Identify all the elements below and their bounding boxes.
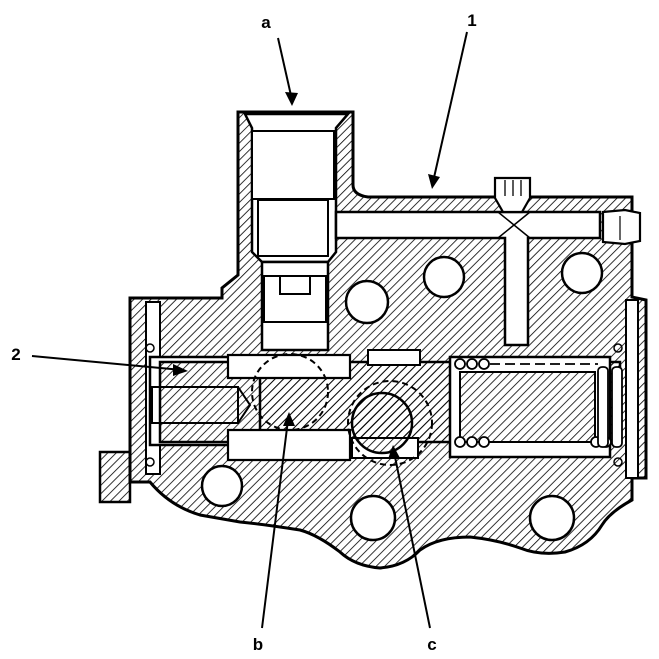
leader-2 (31, 355, 183, 371)
leader-arrowheads (173, 92, 440, 459)
callout-2: 2 (11, 345, 20, 364)
right-end-cap (625, 299, 639, 479)
bolt-hole (422, 255, 466, 299)
leader-c (393, 451, 431, 629)
spool-groove-lower (226, 428, 352, 462)
leader-b (261, 419, 289, 629)
leader-a (277, 37, 293, 101)
spring-seat (459, 371, 596, 443)
plug-upper (251, 130, 335, 200)
callout-1: 1 (467, 11, 476, 30)
bolt-hole (560, 251, 604, 295)
bolt-hole (528, 494, 576, 542)
spring-coils-top (454, 358, 490, 370)
bolt-hole (200, 464, 244, 508)
check-ball-c-outline (347, 380, 433, 466)
right-side-plug (601, 208, 642, 246)
vertical-passage (260, 260, 330, 352)
spool-groove-upper (226, 353, 352, 380)
callout-a: a (261, 13, 271, 32)
check-ball-c (350, 391, 414, 455)
nut-fitting (263, 275, 327, 323)
leader-lines (31, 31, 468, 629)
small-port-upper (367, 349, 421, 366)
callout-b: b (253, 635, 263, 654)
end-spring (597, 366, 623, 448)
callout-c: c (427, 635, 436, 654)
upper-horizontal-passage (334, 210, 602, 347)
leader-1 (432, 31, 468, 183)
bolt-hole (344, 279, 390, 325)
left-mounting-boss (98, 450, 132, 504)
plug-lower (257, 199, 329, 257)
bolt-hole (349, 494, 397, 542)
check-ball-b-outline (251, 353, 329, 431)
